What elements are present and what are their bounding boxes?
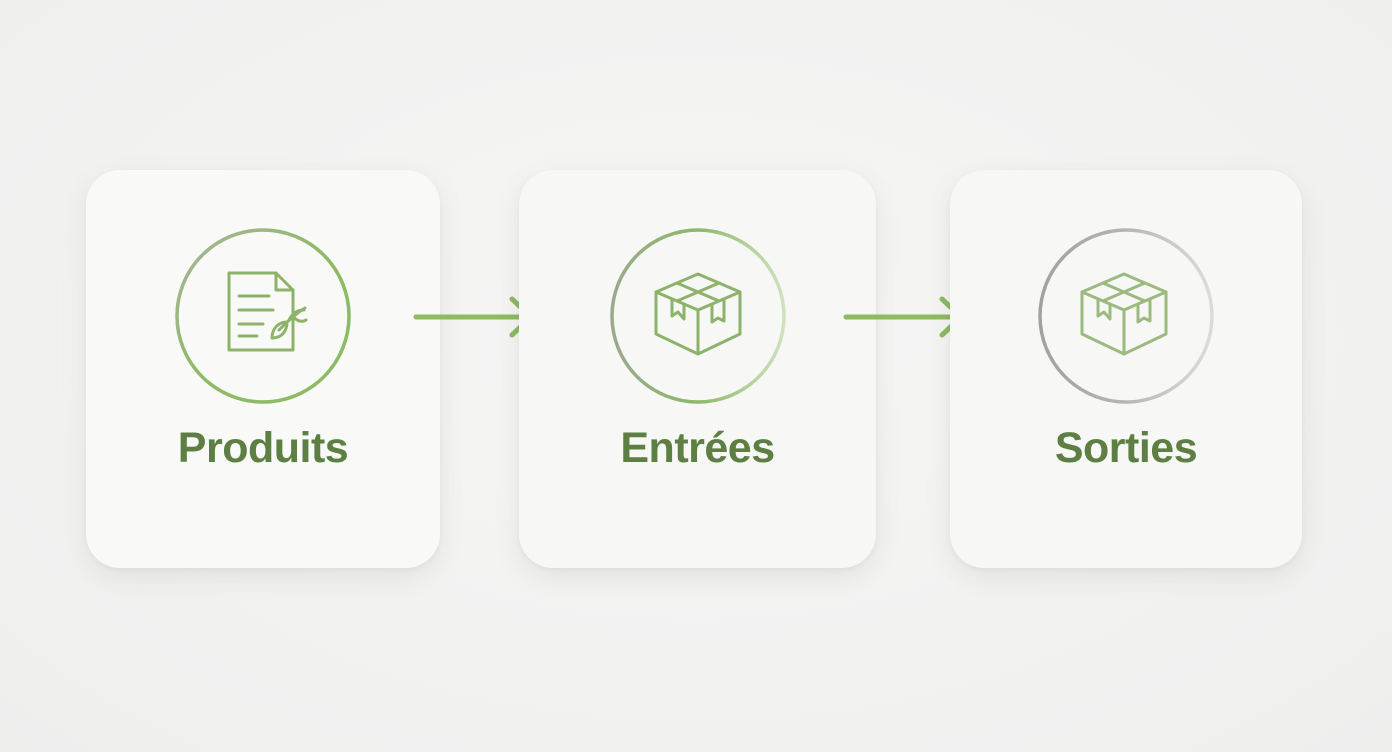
box-icon xyxy=(1080,272,1168,356)
step-card-entrees: Entrées xyxy=(519,170,876,568)
box-icon xyxy=(654,272,741,356)
sorties-ring-graphic xyxy=(1038,228,1214,404)
step-label-produits: Produits xyxy=(177,424,349,472)
step-label-sorties: Sorties xyxy=(1054,424,1198,472)
produits-ring-graphic xyxy=(175,228,351,404)
document-leaf-icon xyxy=(227,271,308,352)
produits-ring xyxy=(173,226,353,406)
step-card-sorties: Sorties xyxy=(950,170,1302,568)
entrees-ring xyxy=(608,226,788,406)
step-label-entrees: Entrées xyxy=(620,424,775,472)
sorties-ring xyxy=(1036,226,1216,406)
entrees-ring-graphic xyxy=(609,228,786,404)
step-card-produits: Produits xyxy=(86,170,440,568)
